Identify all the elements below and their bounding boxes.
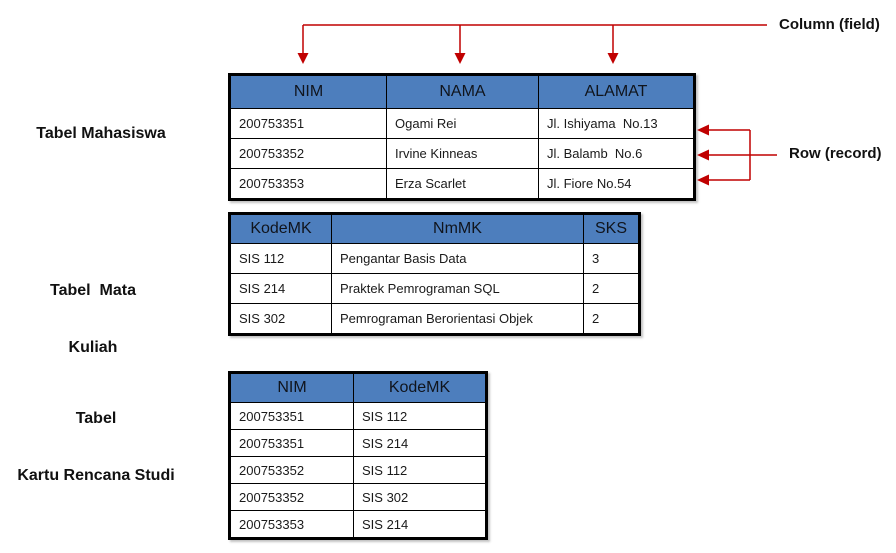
table-cell: Irvine Kinneas <box>386 138 539 169</box>
column-header: KodeMK <box>353 372 487 403</box>
table-cell: 200753353 <box>229 510 354 539</box>
label-line: Tabel <box>75 410 117 427</box>
table-cell: SIS 214 <box>353 429 487 457</box>
column-header: KodeMK <box>229 213 332 244</box>
column-header: NIM <box>229 372 354 403</box>
table-cell: SIS 214 <box>353 510 487 539</box>
table-cell: SIS 302 <box>229 303 332 335</box>
table-cell: Jl. Balamb No.6 <box>538 138 695 169</box>
table-cell: 200753352 <box>229 483 354 511</box>
column-header: ALAMAT <box>538 74 695 109</box>
column-field-label: Column (field) <box>779 16 880 33</box>
table-cell: 2 <box>583 303 640 335</box>
table-cell: 200753351 <box>229 429 354 457</box>
table-cell: 2 <box>583 273 640 304</box>
table-cell: 200753351 <box>229 108 387 139</box>
left-arrowhead-icon <box>697 149 709 161</box>
down-arrowhead-icon <box>454 53 466 64</box>
row-record-label: Row (record) <box>789 145 882 162</box>
label-line: Kartu Rencana Studi <box>17 467 175 484</box>
table-cell: Erza Scarlet <box>386 168 539 200</box>
table-cell: 3 <box>583 243 640 274</box>
table-cell: Pemrograman Berorientasi Objek <box>331 303 584 335</box>
label-line: Kuliah <box>68 339 118 356</box>
table-cell: 200753352 <box>229 138 387 169</box>
table-cell: SIS 112 <box>229 243 332 274</box>
table-cell: SIS 214 <box>229 273 332 304</box>
column-header: NAMA <box>386 74 539 109</box>
label-line: Tabel Mahasiswa <box>36 125 166 142</box>
table-cell: 200753352 <box>229 456 354 484</box>
table-cell: SIS 112 <box>353 402 487 430</box>
table-cell: Jl. Fiore No.54 <box>538 168 695 200</box>
column-header: SKS <box>583 213 640 244</box>
table-cell: 200753353 <box>229 168 387 200</box>
left-arrowhead-icon <box>697 174 709 186</box>
table-cell: Pengantar Basis Data <box>331 243 584 274</box>
down-arrowhead-icon <box>607 53 619 64</box>
label-tabel-mahasiswa: Tabel Mahasiswa <box>0 86 202 181</box>
left-arrowhead-icon <box>697 124 709 136</box>
down-arrowhead-icon <box>297 53 309 64</box>
table-cell: Jl. Ishiyama No.13 <box>538 108 695 139</box>
label-tabel-mata-kuliah: Tabel Mata Kuliah <box>0 243 186 395</box>
table-cell: Praktek Pemrograman SQL <box>331 273 584 304</box>
label-tabel-kartu-rencana-studi: Tabel Kartu Rencana Studi <box>0 371 192 523</box>
table-cell: SIS 112 <box>353 456 487 484</box>
table-cell: Ogami Rei <box>386 108 539 139</box>
column-header: NIM <box>229 74 387 109</box>
column-header: NmMK <box>331 213 584 244</box>
table-cell: 200753351 <box>229 402 354 430</box>
table-cell: SIS 302 <box>353 483 487 511</box>
label-line: Tabel Mata <box>50 282 136 299</box>
